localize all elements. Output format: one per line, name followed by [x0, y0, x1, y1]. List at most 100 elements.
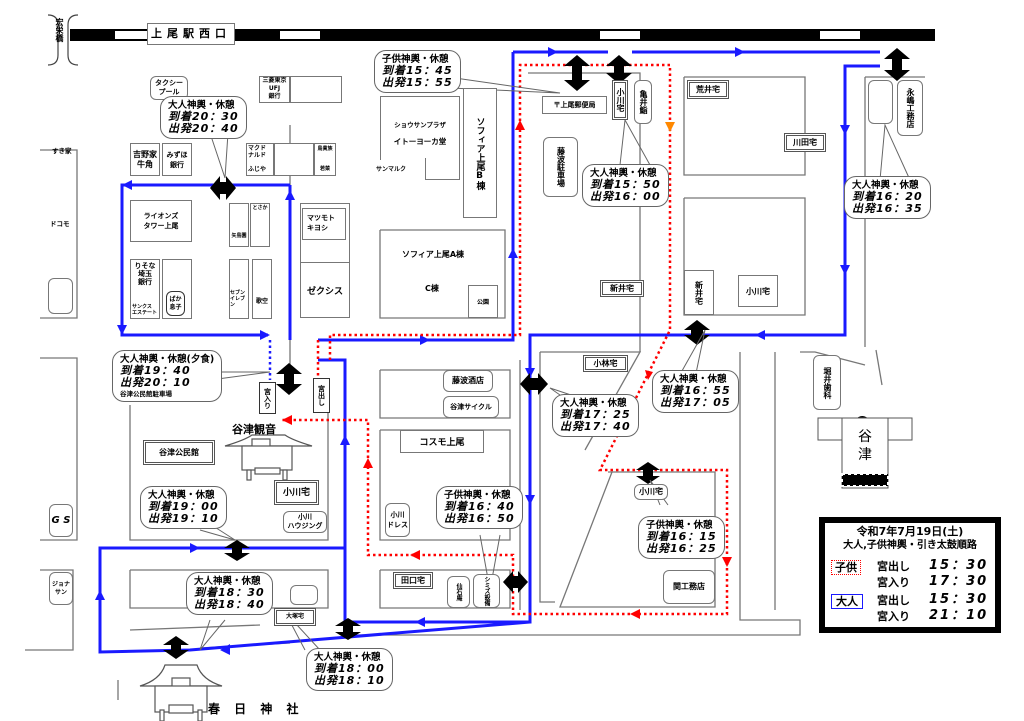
store-block: 鳥貴族 若菜	[314, 143, 336, 176]
stop-arrive: 到着15：45	[382, 64, 453, 77]
miyairi-marker: 宮入り	[259, 382, 276, 414]
sophia-b: ソフィア上尾B棟	[463, 88, 497, 218]
legend-adult-in: 宮入り	[877, 610, 910, 623]
fujinami-parking-label: 藤波駐車場	[556, 147, 566, 187]
nagashima-label: 永嶋工務店	[906, 88, 915, 128]
legend-child-out: 宮出し	[877, 560, 910, 573]
stop-arrive: 到着20：30	[168, 110, 239, 123]
stop-arrive: 到着15：50	[590, 178, 661, 191]
stop-title: 大人神輿・休憩	[314, 652, 381, 663]
adult-route-arrows	[95, 47, 850, 655]
ogawa-house-bottom: 小川宅	[634, 484, 668, 500]
park: 公園	[468, 285, 498, 318]
stop-arrive: 到着16：15	[646, 530, 717, 543]
ogawa-house-kannon: 小川宅	[274, 480, 319, 505]
stop-arrive: 到着16：55	[660, 384, 731, 397]
stop-title: 子供神輿・休憩	[444, 490, 511, 501]
adult-route	[98, 50, 880, 654]
stop-arrive: 到着19：00	[148, 500, 219, 513]
stop-depart: 出発17：05	[660, 396, 731, 409]
happi-coat-icon	[817, 416, 913, 489]
building-mid	[274, 143, 314, 176]
legend-child-in: 宮入り	[877, 576, 910, 589]
ito-yokado-annex	[425, 158, 460, 180]
yatsu-kannon-label: 谷津観音	[232, 423, 276, 436]
stop-depart: 出発18：40	[194, 598, 265, 611]
kasuga-shrine-icon	[139, 664, 223, 721]
ogawa-housing: 小川 ハウジング	[283, 511, 327, 533]
stop-callout-b6: 大人神輿・休憩 到着16：55 出発17：05	[652, 370, 739, 413]
thanks-estate-label: サンクス エステート	[132, 304, 158, 316]
shinai-house-mid: 新井宅	[684, 270, 714, 315]
fujiya-label: ふじや	[248, 166, 267, 173]
stop-depart: 出発16：25	[646, 542, 717, 555]
sophia-a-label: ソフィア上尾A棟	[402, 250, 465, 259]
stop-depart: 出発16：00	[590, 190, 661, 203]
arai-house: 荒井宅	[687, 80, 729, 99]
shinai-mid-label: 新井宅	[694, 280, 704, 305]
otsuka-lot	[290, 585, 318, 605]
jonathan: ジョナ サン	[49, 572, 73, 605]
sennishi-label: 仙石庵	[455, 583, 462, 601]
yatsu-kouminkan: 谷津公民館	[143, 440, 215, 465]
nagashima-lot	[868, 80, 893, 124]
stop-callout-b11: 大人神輿・休憩 到着18：30 出発18：40	[186, 572, 273, 615]
ito-yokado: ショウサンプラザ イトーヨーカ堂	[380, 96, 460, 160]
yajimaen: 矢島園	[229, 203, 249, 247]
legend-adult-in-time: 21：10	[929, 608, 989, 623]
tosaka: とさか	[250, 203, 270, 247]
stop-arrive: 到着18：00	[314, 662, 385, 675]
stop-callout-b8: 子供神輿・休憩 到着16：40 出発16：50	[436, 486, 523, 529]
stop-note: 谷津公民館駐車場	[120, 390, 172, 398]
stop-arrive: 到着16：20	[852, 190, 923, 203]
mizuho-bank: みずほ 銀行	[162, 143, 192, 176]
stop-title: 大人神輿・休憩(夕食)	[120, 354, 215, 365]
shimizu-label: シミズ設備	[483, 576, 490, 606]
fujinami-sake: 藤波酒店	[443, 370, 493, 392]
bridge-bracket-left	[47, 14, 59, 66]
seven-eleven: セブン イレブ ン	[229, 259, 249, 319]
legend-adult-out: 宮出し	[877, 594, 910, 607]
kasuga-jinja-label: 春 日 神 社	[208, 702, 304, 716]
nagashima-koumuten: 永嶋工務店	[897, 80, 923, 136]
stop-depart: 出発16：50	[444, 512, 515, 525]
post-office: 〒上尾郵便局	[542, 96, 607, 114]
stop-title: 子供神輿・休憩	[382, 54, 449, 65]
taguchi-house: 田口宅	[393, 572, 433, 589]
legend-date: 令和7年7月19日(土)	[856, 525, 964, 538]
railway-track	[70, 29, 935, 41]
child-route-arrows	[282, 120, 732, 619]
stop-title: 大人神輿・休憩	[560, 398, 627, 409]
kobayashi-house: 小林宅	[583, 355, 628, 372]
stop-arrive: 到着19：40	[120, 364, 191, 377]
ito-yokado-label: イトーヨーカ堂	[393, 137, 447, 146]
stop-callout-b10: 大人神輿・休憩 到着19：00 出発19：10	[140, 486, 227, 529]
shinai-house-top: 新井宅	[600, 280, 644, 297]
legend-child-out-time: 15：30	[929, 558, 989, 573]
lions-tower: ライオンズ タワー上尾	[130, 200, 192, 242]
legend-child-in-time: 17：30	[929, 574, 989, 589]
shimizu-setsubi: シミズ設備	[473, 574, 500, 608]
yatsu-kannon-temple-icon	[224, 434, 313, 481]
sophia-b-label: ソフィア上尾B棟	[474, 116, 485, 190]
stop-depart: 出発17：40	[560, 420, 631, 433]
stop-callout-b1: 大人神輿・休憩 到着20：30 出発20：40	[160, 96, 247, 139]
ogawa-dress: 小川 ドレス	[385, 503, 410, 537]
stop-arrive: 到着17：25	[560, 408, 631, 421]
rest-point-arrows	[163, 48, 910, 659]
gas-station: G S	[49, 504, 73, 537]
mcdonalds: マクド ナルド ふじや	[246, 143, 274, 176]
station-label: 上尾駅西口	[147, 23, 235, 45]
sennishi: 仙石庵	[447, 576, 470, 608]
horii-dental: 堀井歯科	[813, 355, 841, 410]
stop-callout-b12: 大人神輿・休憩 到着18：00 出発18：10	[306, 648, 393, 691]
shousan-plaza-label: ショウサンプラザ	[394, 121, 446, 129]
kamei-sushi: 亀井鮨	[634, 80, 652, 124]
stop-depart: 出発18：10	[314, 674, 385, 687]
child-route	[268, 63, 729, 616]
mcdonalds-label: マクド ナルド	[248, 145, 267, 159]
cosmo-ageo: コスモ上尾	[400, 430, 484, 453]
ogawa-top-label: 小川宅	[616, 88, 625, 112]
resona-label: りそな 埼玉 銀行	[134, 262, 156, 286]
